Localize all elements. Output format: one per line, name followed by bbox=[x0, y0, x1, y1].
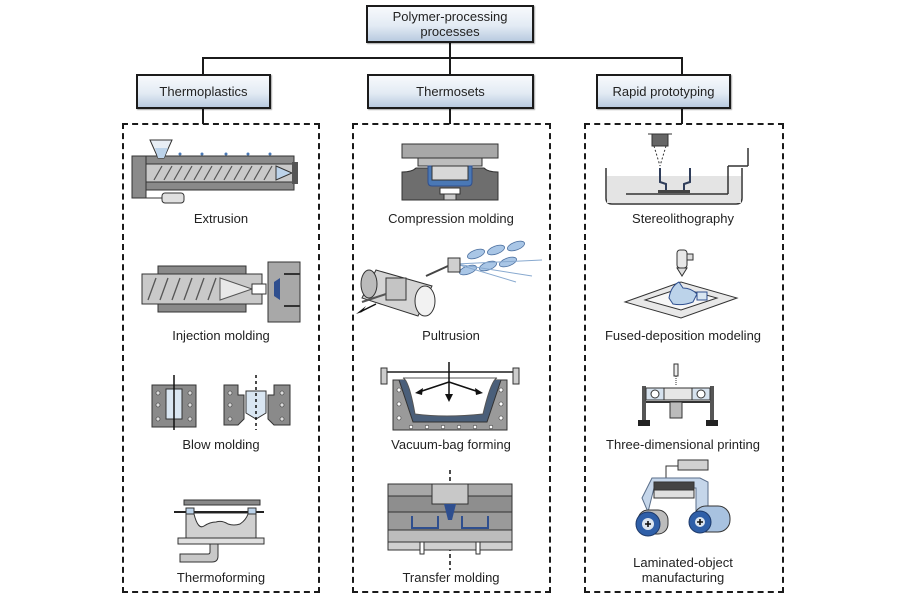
category-label: Rapid prototyping bbox=[612, 84, 715, 99]
vacuum-bag-forming-icon bbox=[380, 362, 520, 431]
extrusion-icon bbox=[131, 139, 298, 204]
compression-molding-icon bbox=[401, 143, 499, 201]
root-label: Polymer-processing processes bbox=[392, 9, 508, 39]
fused-deposition-modeling-icon bbox=[623, 249, 739, 319]
thermoforming-icon bbox=[174, 499, 265, 563]
process-label: Compression molding bbox=[388, 211, 514, 226]
category-thermoplastics: Thermoplastics bbox=[136, 74, 271, 109]
injection-molding-icon bbox=[141, 261, 301, 323]
thermosets-group bbox=[352, 123, 551, 593]
connector-horizontal bbox=[202, 57, 683, 59]
rapid-prototyping-group bbox=[584, 123, 784, 593]
connector-rapid-group bbox=[681, 109, 683, 124]
process-label: Injection molding bbox=[172, 328, 270, 343]
process-label: Extrusion bbox=[193, 211, 249, 226]
process-label: Pultrusion bbox=[422, 328, 480, 343]
process-label: Stereolithography bbox=[632, 211, 734, 226]
category-rapid-prototyping: Rapid prototyping bbox=[596, 74, 731, 109]
process-label: Vacuum-bag forming bbox=[391, 437, 511, 452]
connector-to-thermosets bbox=[449, 57, 451, 74]
transfer-molding-icon bbox=[387, 470, 513, 570]
process-label: Blow molding bbox=[182, 437, 260, 452]
pultrusion-icon bbox=[356, 240, 543, 317]
connector-to-rapid-prototyping bbox=[681, 57, 683, 74]
process-label: Laminated-object manufacturing bbox=[633, 555, 733, 585]
three-dimensional-printing-icon bbox=[638, 363, 718, 426]
category-thermosets: Thermosets bbox=[367, 74, 534, 109]
process-label: Fused-deposition modeling bbox=[604, 328, 762, 343]
process-label: Thermoforming bbox=[176, 570, 266, 585]
stereolithography-icon bbox=[605, 133, 749, 205]
connector-root-down bbox=[449, 43, 451, 59]
connector-to-thermoplastics bbox=[202, 57, 204, 74]
connector-thermoplastics-group bbox=[202, 109, 204, 124]
root-node: Polymer-processing processes bbox=[366, 5, 534, 43]
process-label: Three-dimensional printing bbox=[606, 437, 760, 452]
category-label: Thermoplastics bbox=[159, 84, 248, 99]
thermoplastics-group bbox=[122, 123, 320, 593]
laminated-object-manufacturing-icon bbox=[635, 459, 731, 537]
connector-thermosets-group bbox=[449, 109, 451, 124]
category-label: Thermosets bbox=[416, 84, 485, 99]
process-label: Transfer molding bbox=[402, 570, 500, 585]
blow-molding-icon bbox=[151, 375, 291, 430]
